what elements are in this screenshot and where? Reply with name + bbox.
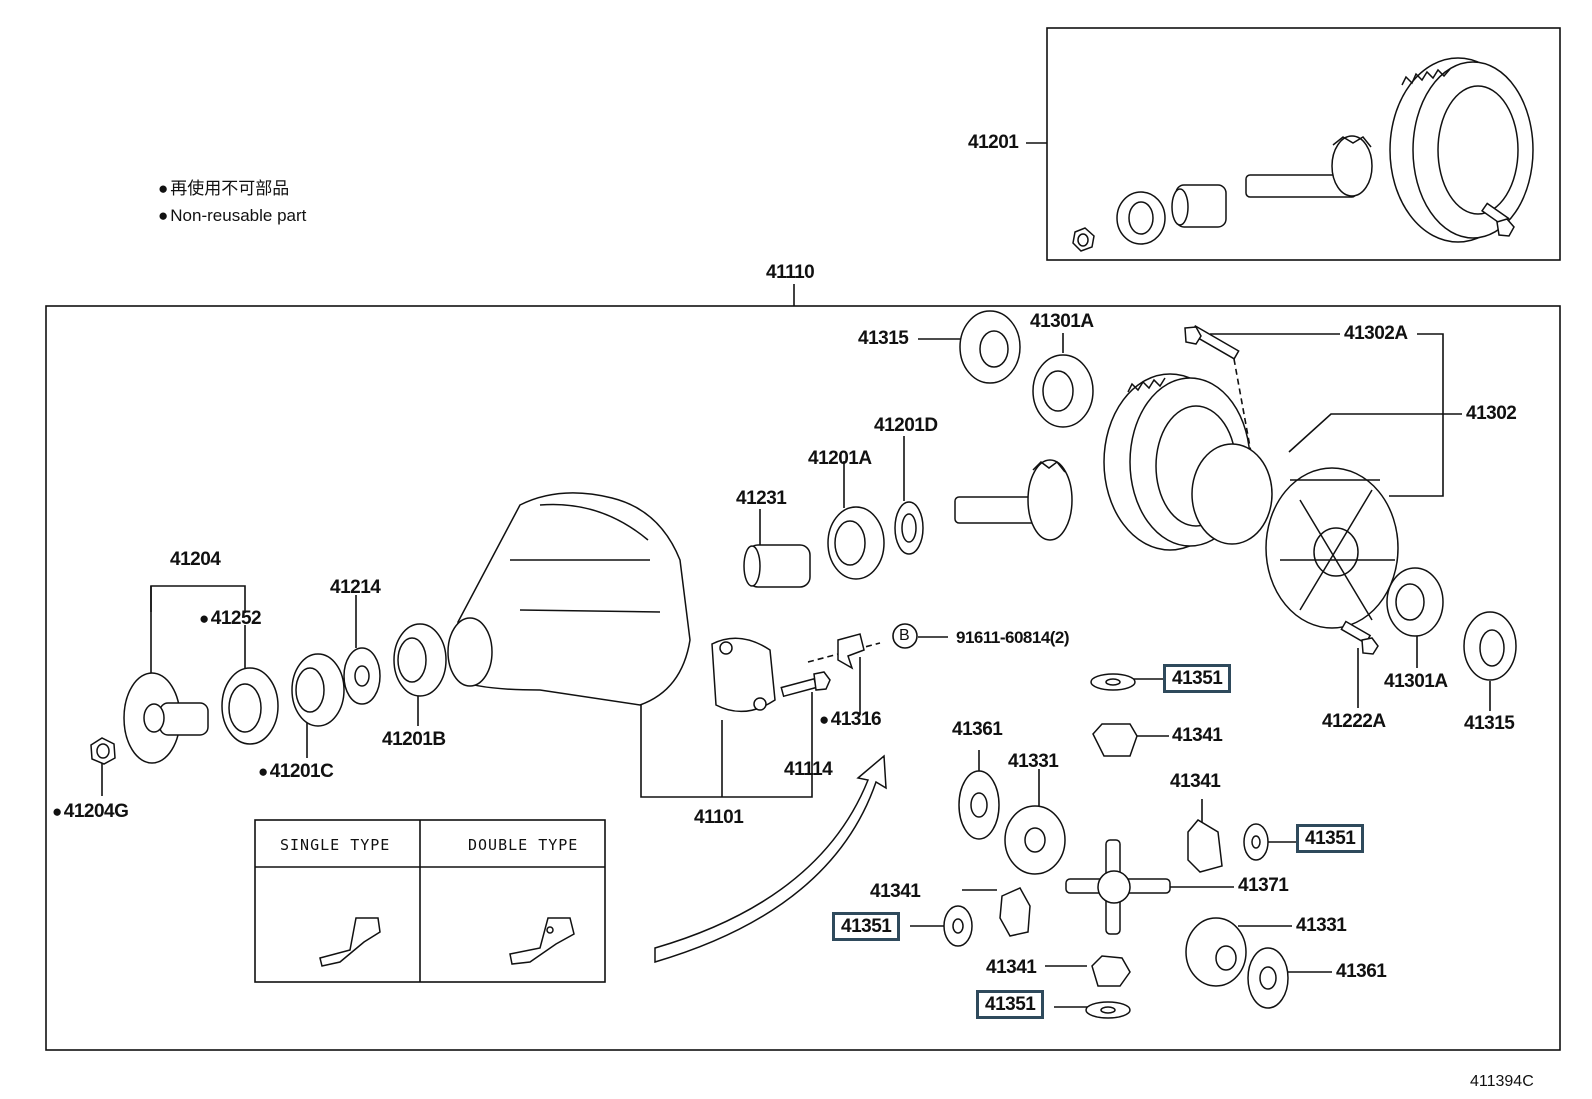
label-41315-right: 41315 (1464, 713, 1515, 734)
label-41222a: 41222A (1322, 711, 1386, 732)
side-gear-right-icon (1185, 917, 1247, 987)
label-41331-right: 41331 (1296, 915, 1347, 936)
bearing-41301a-right-icon (1386, 567, 1444, 637)
thrust-washer-3-icon (943, 905, 973, 947)
carrier-housing-icon (447, 492, 691, 706)
thrust-washer-1-icon (1090, 673, 1136, 691)
single-type-caption: SINGLE TYPE (280, 836, 391, 854)
ring-gear-bolt-icon (1184, 325, 1240, 360)
label-41114: 41114 (784, 759, 833, 780)
label-41331-left: 41331 (1008, 751, 1059, 772)
label-41351-a: 41351 (1163, 664, 1232, 693)
collar-inset-icon (1171, 184, 1227, 228)
label-41341-c: 41341 (870, 881, 921, 902)
label-41341-d: 41341 (986, 957, 1037, 978)
nut-inset-icon (1072, 227, 1095, 252)
ring-gear-inset-icon (1389, 57, 1534, 243)
case-bolt-icon (1340, 620, 1379, 655)
single-type-bracket-icon (319, 917, 381, 967)
assembly-frame (45, 305, 1561, 1051)
label-41110: 41110 (766, 262, 815, 283)
spacer-41214-icon (343, 647, 381, 705)
thrust-washer-4-icon (1085, 1001, 1131, 1019)
double-type-bracket-icon (509, 917, 575, 965)
diff-case-icon (1191, 443, 1399, 629)
bearing-cup-41315-right-icon (1463, 611, 1517, 681)
label-41351-d: 41351 (976, 990, 1045, 1019)
label-41315-left: 41315 (858, 328, 909, 349)
label-41201d: 41201D (874, 415, 938, 436)
label-41361-right: 41361 (1336, 961, 1387, 982)
thrust-washer-2-icon (1243, 823, 1269, 861)
bearing-cap-icon (711, 637, 776, 713)
label-41341-a: 41341 (1172, 725, 1223, 746)
label-41351-c: 41351 (832, 912, 901, 941)
bearing-41201a-icon (827, 506, 885, 580)
bolt-ref-circle (892, 623, 918, 649)
label-41341-b: 41341 (1170, 771, 1221, 792)
oil-seal-icon (221, 667, 279, 745)
pinion-inset-icon (1245, 135, 1373, 198)
drive-pinion-icon (954, 459, 1073, 541)
label-41214: 41214 (330, 577, 381, 598)
bolt-ref-part: 91611-60814(2) (956, 628, 1070, 647)
ring-pinion-inset-box (1046, 27, 1561, 261)
label-41371: 41371 (1238, 875, 1289, 896)
diagram-code: 411394C (1470, 1073, 1534, 1090)
bearing-cup-41201b-icon (393, 623, 447, 697)
bearing-41301a-left-icon (1032, 354, 1094, 428)
washer-41201d-icon (894, 501, 924, 555)
pinion-gear-2-icon (1187, 819, 1223, 873)
label-41351-b: 41351 (1296, 824, 1365, 853)
side-gear-left-icon (1004, 805, 1066, 875)
bearing-inset-icon (1116, 191, 1166, 245)
bolt-inset-icon (1481, 202, 1515, 237)
label-41201: 41201 (968, 132, 1019, 153)
assembly-arrow-icon (654, 754, 887, 964)
type-table (254, 819, 606, 983)
label-41361-left: 41361 (952, 719, 1003, 740)
pinion-gear-4-icon (1091, 955, 1131, 987)
label-41316: 41316 (819, 710, 882, 729)
legend-english: Non-reusable part (158, 207, 306, 224)
cap-bolt-icon (780, 671, 831, 698)
companion-flange-icon (123, 672, 209, 764)
label-41201c: 41201C (258, 762, 334, 781)
bolt-ref-letter: B (899, 627, 910, 644)
label-41231: 41231 (736, 488, 787, 509)
pinion-gear-1-icon (1092, 723, 1138, 757)
label-41101: 41101 (694, 807, 744, 828)
collar-41231-icon (743, 544, 811, 588)
flange-nut-icon (90, 737, 116, 765)
legend-japanese: 再使用不可部品 (158, 180, 289, 197)
double-type-caption: DOUBLE TYPE (468, 836, 579, 854)
label-41301a-left: 41301A (1030, 311, 1094, 332)
bearing-cup-41315-left-icon (959, 310, 1021, 384)
label-41302a: 41302A (1344, 323, 1408, 344)
lock-plate-icon (837, 633, 865, 670)
pinion-gear-3-icon (999, 887, 1031, 937)
bearing-41201c-icon (291, 653, 345, 727)
side-washer-right-icon (1247, 947, 1289, 1009)
label-41201b: 41201B (382, 729, 446, 750)
label-41302: 41302 (1466, 403, 1517, 424)
label-41201a: 41201A (808, 448, 872, 469)
label-41204: 41204 (170, 549, 221, 570)
label-41204g: 41204G (52, 802, 129, 821)
label-41252: 41252 (199, 609, 262, 628)
side-washer-left-icon (958, 770, 1000, 840)
pinion-shaft-icon (1065, 839, 1171, 935)
label-41301a-right: 41301A (1384, 671, 1448, 692)
